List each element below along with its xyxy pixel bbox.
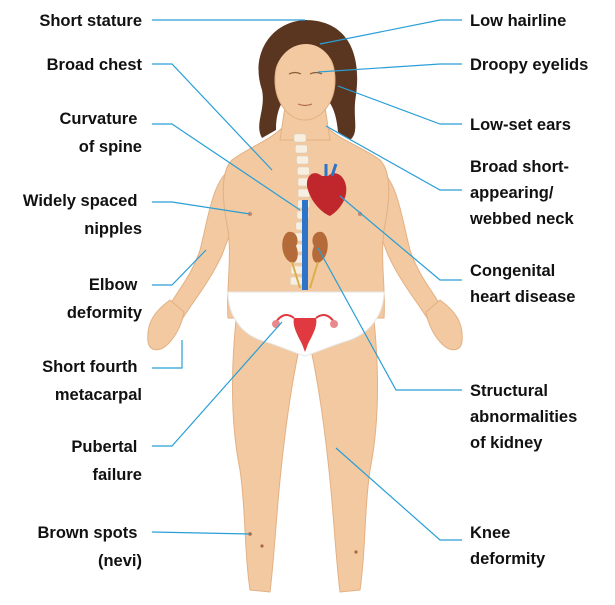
labels-left: Short stature Broad chest Curvature of s…	[23, 12, 143, 570]
label-low-set-ears: Low-set ears	[470, 116, 571, 134]
label-curvature-of-spine: Curvature of spine	[59, 110, 142, 156]
label-webbed-neck: Broad short- appearing/ webbed neck	[469, 158, 574, 228]
right-leg	[310, 320, 377, 592]
label-short-stature: Short stature	[39, 12, 142, 30]
vertebra	[296, 156, 308, 164]
right-hand	[426, 300, 462, 350]
labels-right: Low hairline Droopy eyelids Low-set ears…	[469, 12, 588, 568]
label-short-fourth-metacarpal: Short fourth metacarpal	[42, 358, 142, 404]
leader-nevi	[152, 532, 250, 534]
vertebra	[297, 167, 309, 175]
ovary-right	[330, 320, 338, 328]
left-leg	[233, 320, 300, 592]
body-figure	[148, 20, 463, 592]
label-knee-deformity: Knee deformity	[470, 524, 546, 568]
left-hand	[148, 300, 184, 350]
label-congenital-heart-disease: Congenital heart disease	[470, 262, 575, 306]
label-broad-chest: Broad chest	[47, 56, 143, 74]
label-brown-spots: Brown spots (nevi)	[37, 524, 142, 570]
nevus	[260, 544, 263, 547]
label-pubertal-failure: Pubertal failure	[71, 438, 142, 484]
vertebra	[294, 134, 306, 142]
label-widely-spaced-nipples: Widely spaced nipples	[23, 192, 142, 238]
leader-low-set-ears	[338, 86, 462, 124]
vertebra	[295, 145, 307, 153]
label-droopy-eyelids: Droopy eyelids	[470, 56, 588, 74]
label-low-hairline: Low hairline	[470, 12, 566, 30]
label-kidney-abnormalities: Structural abnormalities of kidney	[470, 382, 582, 452]
label-elbow-deformity: Elbow deformity	[67, 276, 143, 322]
ovary-left	[272, 320, 280, 328]
nevus	[354, 550, 357, 553]
